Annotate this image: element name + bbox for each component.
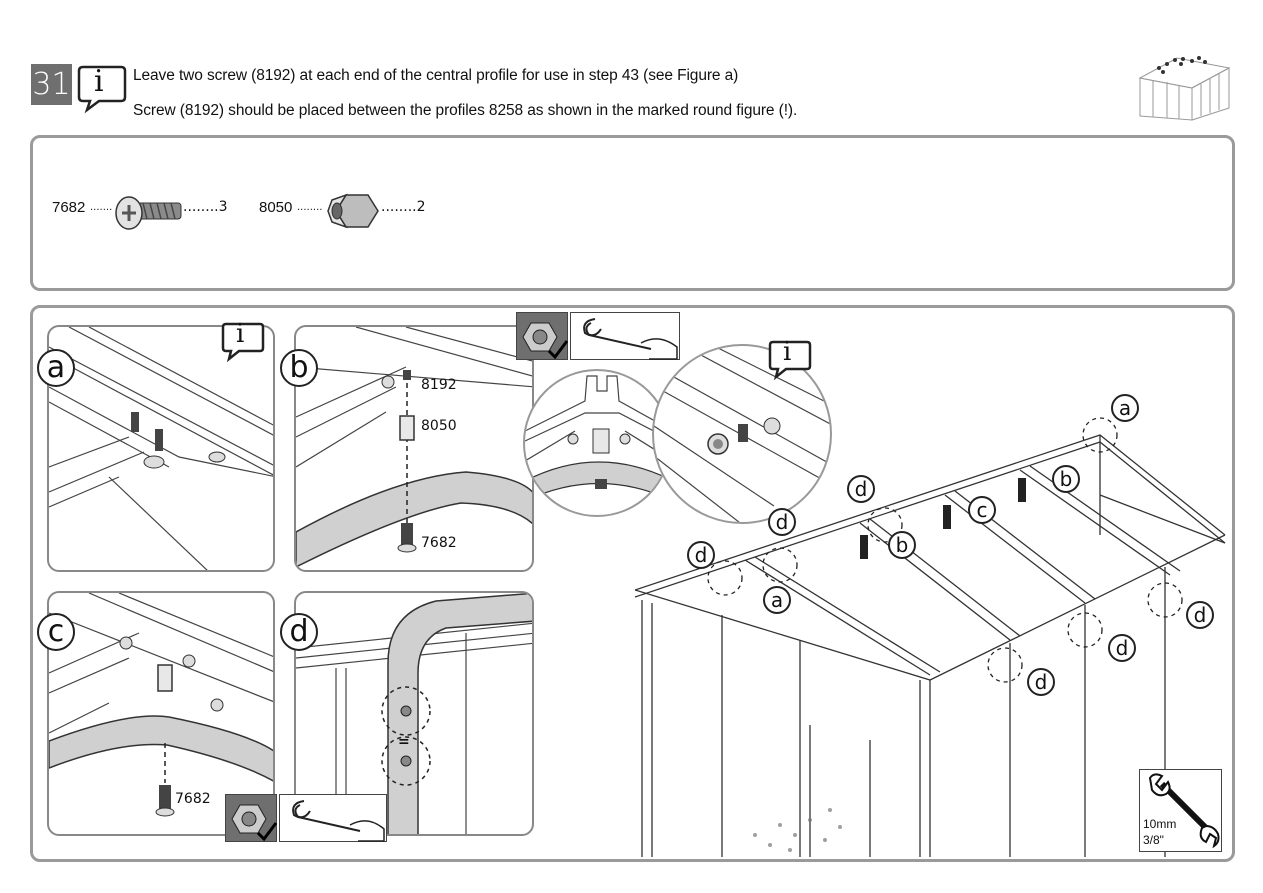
part-dots-8050: ........ [297, 202, 323, 213]
detail-info-icon: i [768, 337, 812, 381]
part-qty-7682: ........3 [183, 199, 228, 215]
part-dots-7682: ....... [90, 202, 113, 213]
tighten-nut-icon [225, 794, 278, 842]
wrench-hand-icon-top [570, 312, 680, 360]
figure-d-label: d [280, 613, 318, 651]
diagram-panel [30, 305, 1235, 862]
figure-c-part-7682: 7682 [175, 791, 211, 807]
overview-callout-c: c [968, 496, 996, 524]
figure-b-part-8192: 8192 [421, 377, 457, 393]
overview-callout-d-6: d [1027, 668, 1055, 696]
overview-callout-d-2: d [768, 508, 796, 536]
figure-a-info-icon: i [221, 319, 265, 363]
detail-info-letter: i [783, 337, 792, 367]
figure-b [294, 325, 534, 572]
figure-d-equals: = [398, 734, 410, 750]
figure-a-info-letter: i [236, 319, 245, 349]
part-code-8050: 8050 [259, 199, 293, 216]
overview-callout-d-4: d [1186, 601, 1214, 629]
tighten-nut-icon-top [516, 312, 569, 360]
overview-callout-a-top: a [1111, 394, 1139, 422]
part-qty-8050: ........2 [381, 199, 426, 215]
detail-circle-ridge [523, 369, 671, 517]
figure-b-label: b [280, 349, 318, 387]
figure-c-label: c [37, 613, 75, 651]
figure-a-label: a [37, 349, 75, 387]
overview-callout-a-bottom: a [763, 586, 791, 614]
figure-b-part-8050: 8050 [421, 418, 457, 434]
instruction-line-2: Screw (8192) should be placed between th… [133, 102, 798, 119]
part-code-7682: 7682 [52, 199, 86, 216]
screw-icon [113, 192, 183, 232]
overview-callout-d-5: d [1108, 634, 1136, 662]
figure-a [47, 325, 275, 572]
hex-nut-icon [326, 192, 380, 230]
wrench-size-imperial: 3/8" [1143, 833, 1164, 847]
detail-circle-screws [652, 344, 832, 524]
greenhouse-thumbnail [1137, 50, 1232, 122]
overview-callout-d-1: d [847, 475, 875, 503]
instruction-line-1: Leave two screw (8192) at each end of th… [133, 67, 739, 84]
wrench-hand-icon [279, 794, 387, 842]
figure-b-part-7682: 7682 [421, 535, 457, 551]
wrench-size-metric: 10mm [1143, 817, 1177, 831]
wrench-icon [1148, 773, 1220, 849]
step-number: 31 [31, 64, 72, 105]
overview-callout-d-3: d [687, 541, 715, 569]
info-letter: i [94, 64, 104, 99]
info-bubble-icon: i [77, 64, 127, 114]
overview-callout-b-mid: b [888, 531, 916, 559]
parts-panel [30, 135, 1235, 291]
overview-callout-b-top: b [1052, 465, 1080, 493]
wrench-size-box: 10mm 3/8" [1139, 769, 1222, 852]
